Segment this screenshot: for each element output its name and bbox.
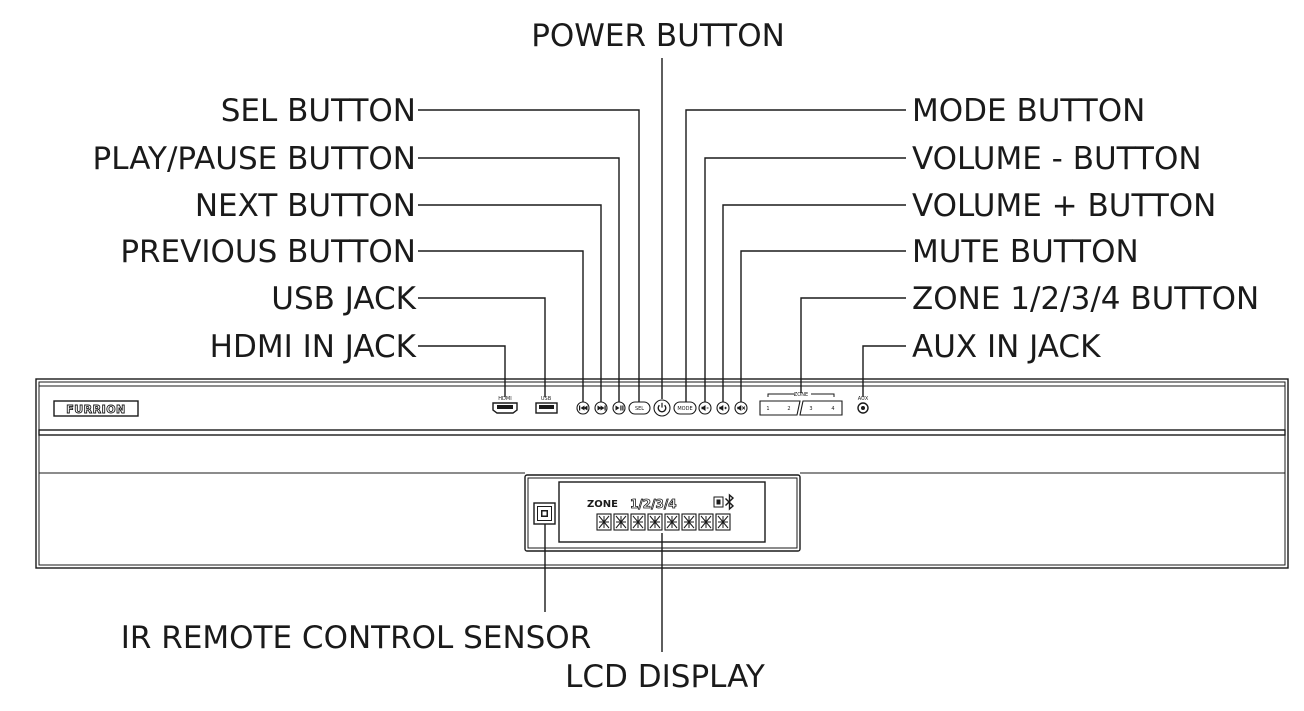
label-hdmi-in-jack: HDMI IN JACK xyxy=(210,329,417,365)
mode-button[interactable]: MODE xyxy=(673,401,697,415)
leader-previous xyxy=(418,250,584,402)
mode-button-label: MODE xyxy=(677,406,692,412)
lcd-digit xyxy=(613,513,629,531)
lcd-digit xyxy=(596,513,612,531)
lcd-digit xyxy=(630,513,646,531)
mute-button[interactable] xyxy=(734,401,748,415)
zone-header-label: ZONE xyxy=(794,392,808,398)
label-lcd-display: LCD DISPLAY xyxy=(565,659,765,695)
lcd-digit xyxy=(681,513,697,531)
lcd-zone-numbers: 1/2/3/4 xyxy=(630,497,677,511)
label-sel-button: SEL BUTTON xyxy=(221,93,416,129)
aux-in-jack[interactable]: AUX xyxy=(857,396,869,414)
leader-lines xyxy=(418,58,906,652)
previous-icon xyxy=(579,405,588,411)
zone-2-label: 2 xyxy=(787,406,790,412)
sel-button[interactable]: SEL xyxy=(628,401,651,415)
power-icon xyxy=(657,402,667,413)
leader-hdmi xyxy=(418,345,506,397)
power-button[interactable] xyxy=(653,399,671,417)
label-zone-button: ZONE 1/2/3/4 BUTTON xyxy=(912,281,1259,317)
lcd-display: ZONE 1/2/3/4 xyxy=(558,481,766,543)
lcd-digit xyxy=(664,513,680,531)
leader-sel xyxy=(418,109,640,402)
label-usb-jack: USB JACK xyxy=(271,281,416,317)
zone-3-4-button[interactable]: 3 4 xyxy=(799,400,843,416)
volume-up-icon xyxy=(719,405,727,411)
lcd-digit xyxy=(647,513,663,531)
volume-minus-button[interactable] xyxy=(698,401,712,415)
label-power-button: POWER BUTTON xyxy=(531,18,785,54)
bluetooth-icon xyxy=(725,493,735,511)
mute-icon xyxy=(737,405,746,411)
label-volume-plus-button: VOLUME + BUTTON xyxy=(912,188,1216,224)
volume-plus-button[interactable] xyxy=(716,401,730,415)
usb-jack[interactable]: USB xyxy=(535,396,558,414)
label-volume-minus-button: VOLUME - BUTTON xyxy=(912,141,1202,177)
volume-down-icon xyxy=(701,405,709,411)
lcd-dolby-icon xyxy=(713,496,724,508)
hdmi-port-label: HDMI xyxy=(498,396,511,402)
lcd-segment-digits xyxy=(596,513,731,531)
zone-3-label: 3 xyxy=(809,406,812,412)
label-aux-in-jack: AUX IN JACK xyxy=(912,329,1101,365)
label-previous-button: PREVIOUS BUTTON xyxy=(120,234,416,270)
callout-labels: POWER BUTTON SEL BUTTON PLAY/PAUSE BUTTO… xyxy=(93,18,1260,695)
play-pause-button[interactable] xyxy=(612,401,626,415)
leader-zone xyxy=(800,297,906,393)
hdmi-in-jack[interactable]: HDMI xyxy=(492,396,518,414)
svg-text:FURRION: FURRION xyxy=(66,403,126,416)
leader-play-pause xyxy=(418,157,620,402)
leader-next xyxy=(418,204,602,402)
zone-1-2-button[interactable]: 1 2 xyxy=(759,400,801,416)
next-button[interactable] xyxy=(594,401,608,415)
leader-aux xyxy=(862,345,906,397)
previous-button[interactable] xyxy=(576,401,590,415)
zone-button-group: ZONE 1 2 3 4 xyxy=(759,392,843,416)
lcd-digit xyxy=(698,513,714,531)
ir-remote-control-sensor xyxy=(533,502,556,525)
label-next-button: NEXT BUTTON xyxy=(195,188,416,224)
leader-usb xyxy=(418,297,546,397)
zone-4-label: 4 xyxy=(831,406,834,412)
label-play-pause-button: PLAY/PAUSE BUTTON xyxy=(93,141,416,177)
aux-port-label: AUX xyxy=(858,396,869,402)
zone-1-label: 1 xyxy=(766,406,769,412)
leader-mode xyxy=(685,109,906,402)
brand-logo: FURRION xyxy=(53,400,139,417)
sel-button-label: SEL xyxy=(635,406,644,412)
lcd-zone-text: ZONE xyxy=(587,499,618,510)
leader-mute xyxy=(740,250,906,402)
usb-port-label: USB xyxy=(541,396,552,402)
leader-volume-minus xyxy=(704,157,906,402)
next-icon xyxy=(597,405,606,411)
label-mode-button: MODE BUTTON xyxy=(912,93,1145,129)
label-mute-button: MUTE BUTTON xyxy=(912,234,1139,270)
label-ir-remote-control-sensor: IR REMOTE CONTROL SENSOR xyxy=(121,620,592,656)
leader-volume-plus xyxy=(722,204,906,402)
lcd-digit xyxy=(715,513,731,531)
play-pause-icon xyxy=(615,405,624,411)
